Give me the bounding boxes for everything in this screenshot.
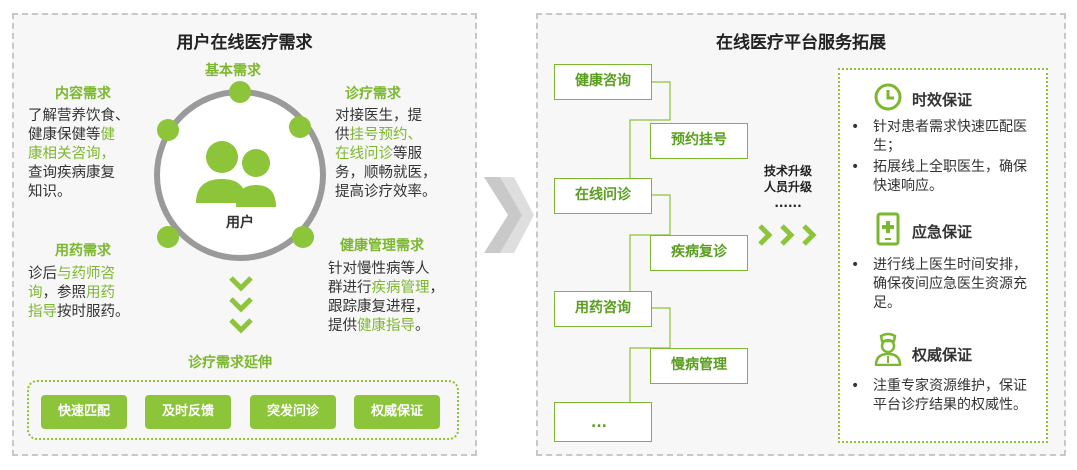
phone-medical-icon xyxy=(876,212,900,246)
clock-icon xyxy=(874,83,902,111)
left-title: 用户在线医疗需求 xyxy=(176,33,313,53)
health-management-text: 针对慢性病等人 群进行疾病管理， 跟踪康复进程， 提供健康指导。 xyxy=(328,261,444,334)
user-circle-diagram xyxy=(154,81,326,261)
content-needs-heading: 内容需求 xyxy=(55,86,111,102)
health-management-heading: 健康管理需求 xyxy=(340,238,424,254)
right-chevrons-icon xyxy=(758,224,817,246)
authority-heading: 权威保证 xyxy=(912,346,973,364)
circle-node-right-top xyxy=(289,116,311,138)
diagnosis-needs-text: 对接医生，提 供挂号预约、 在线问诊等服 务，顺畅就医， 提高诊疗效率。 xyxy=(335,108,437,200)
quick-match-button: 快速匹配 xyxy=(41,395,127,429)
timeliness-bullet-2: • 拓展线上全职医生，确保快速响应。 xyxy=(851,159,1027,194)
big-chevron-arrow-icon xyxy=(484,177,534,253)
diagnosis-needs-heading: 诊疗需求 xyxy=(345,86,401,102)
down-chevrons-icon xyxy=(229,276,253,334)
emergency-heading: 应急保证 xyxy=(912,223,973,241)
flow-medication-consult: 用药咨询 xyxy=(554,291,652,327)
user-label: 用户 xyxy=(226,215,254,231)
medication-needs-heading: 用药需求 xyxy=(55,243,111,259)
upgrade-text: 技术升级 人员升级 ...... xyxy=(763,164,812,210)
flow-health-consult: 健康咨询 xyxy=(554,64,652,100)
extension-label: 诊疗需求延伸 xyxy=(188,355,272,371)
flow-online-consult: 在线问诊 xyxy=(554,178,652,214)
doctor-icon xyxy=(874,332,902,366)
emergency-bullet-1: • 进行线上医生时间安排，确保夜间应急医生资源充足。 xyxy=(851,257,1027,311)
users-icon xyxy=(196,141,276,207)
flow-more: ... xyxy=(554,402,652,442)
timeliness-bullet-1: • 针对患者需求快速匹配医生； xyxy=(851,119,1027,154)
flow-chronic-management: 慢病管理 xyxy=(650,348,748,384)
basic-needs-label: 基本需求 xyxy=(205,63,261,79)
guarantee-box xyxy=(838,68,1048,443)
flow-appointment: 预约挂号 xyxy=(650,123,748,159)
circle-node-left-top xyxy=(157,119,179,141)
timely-feedback-button: 及时反馈 xyxy=(145,395,231,429)
authority-guarantee-button: 权威保证 xyxy=(354,395,440,429)
emergency-consult-button: 突发问诊 xyxy=(250,395,336,429)
circle-node-right-bottom xyxy=(292,226,314,248)
circle-node-left-bottom xyxy=(157,226,179,248)
flow-followup: 疾病复诊 xyxy=(650,235,748,271)
medication-needs-text: 诊后与药师咨 询，参照用药 指导按时服药。 xyxy=(28,266,130,320)
timeliness-heading: 时效保证 xyxy=(912,91,973,109)
authority-bullet-1: • 注重专家资源维护，保证平台诊疗结果的权威性。 xyxy=(851,378,1027,413)
content-needs-text: 了解营养饮食、 健康保健等健 康相关咨询， 查询疾病康复 知识。 xyxy=(28,108,130,200)
extension-box xyxy=(27,380,459,440)
right-title: 在线医疗平台服务拓展 xyxy=(716,33,886,53)
circle-node-top xyxy=(229,81,251,103)
